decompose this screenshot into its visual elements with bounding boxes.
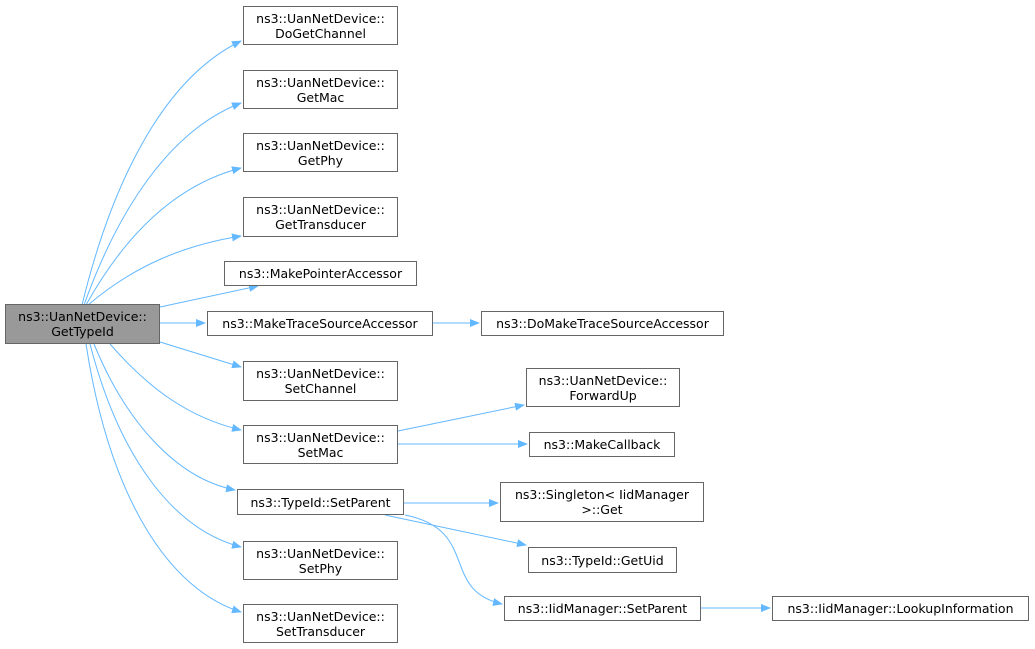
node-label-line1: ns3::Singleton< IidManager bbox=[514, 487, 690, 502]
node-iidmanager-setparent[interactable]: ns3::IidManager::SetParent bbox=[504, 596, 701, 621]
node-label: ns3::MakeTraceSourceAccessor bbox=[222, 316, 418, 331]
node-label-line2: GetTransducer bbox=[275, 217, 366, 232]
node-label-line2: >::Get bbox=[581, 502, 623, 517]
node-uannetdevice-settransducer[interactable]: ns3::UanNetDevice:: SetTransducer bbox=[243, 604, 398, 643]
node-singleton-iidmanager-get[interactable]: ns3::Singleton< IidManager >::Get bbox=[500, 482, 704, 522]
edge-typeIdSetParent-iidSetParent bbox=[404, 514, 503, 606]
node-label-line2: GetMac bbox=[296, 89, 345, 105]
node-domaketracesourceaccessor[interactable]: ns3::DoMakeTraceSourceAccessor bbox=[481, 311, 724, 336]
edge-root-setChannel bbox=[159, 341, 242, 369]
node-label-line1: ns3::UanNetDevice:: bbox=[18, 309, 147, 324]
node-makepointeraccessor[interactable]: ns3::MakePointerAccessor bbox=[224, 261, 417, 286]
node-uannetdevice-setchannel[interactable]: ns3::UanNetDevice:: SetChannel bbox=[243, 361, 398, 401]
edge-root-makePointerAccessor bbox=[159, 283, 259, 308]
node-label-line1: ns3::UanNetDevice:: bbox=[256, 202, 385, 217]
edge-typeIdSetParent-typeIdGetUid bbox=[384, 514, 527, 548]
node-uannetdevice-gettypeid: ns3::UanNetDevice:: GetTypeId bbox=[5, 304, 160, 344]
node-label-line2: SetChannel bbox=[284, 381, 357, 396]
node-uannetdevice-getphy[interactable]: ns3::UanNetDevice:: GetPhy bbox=[243, 133, 398, 172]
node-iidmanager-lookupinformation[interactable]: ns3::IidManager::LookupInformation bbox=[772, 596, 1029, 621]
node-label-line1: ns3::UanNetDevice:: bbox=[256, 366, 385, 381]
edge-root-getPhy bbox=[85, 166, 242, 306]
node-maketracesourceaccessor[interactable]: ns3::MakeTraceSourceAccessor bbox=[207, 311, 433, 336]
node-label: ns3::MakeCallback bbox=[543, 437, 661, 452]
node-label: ns3::TypeId::GetUid bbox=[541, 552, 664, 568]
node-label-line1: ns3::UanNetDevice:: bbox=[256, 137, 385, 153]
node-uannetdevice-forwardup[interactable]: ns3::UanNetDevice:: ForwardUp bbox=[526, 368, 680, 407]
edge-root-getTransducer bbox=[87, 233, 242, 306]
node-uannetdevice-setphy[interactable]: ns3::UanNetDevice:: SetPhy bbox=[243, 541, 398, 580]
node-typeid-setparent[interactable]: ns3::TypeId::SetParent bbox=[237, 489, 404, 515]
node-label-line2: SetMac bbox=[297, 444, 344, 460]
node-makecallback[interactable]: ns3::MakeCallback bbox=[529, 432, 675, 457]
edge-root-doGetChannel bbox=[81, 40, 242, 306]
node-label-line2: SetTransducer bbox=[275, 623, 366, 639]
edge-root-setPhy bbox=[89, 343, 242, 549]
edge-root-setTransducer bbox=[85, 343, 242, 614]
node-label-line1: ns3::UanNetDevice:: bbox=[256, 429, 385, 445]
node-label-line2: GetTypeId bbox=[51, 324, 114, 339]
node-uannetdevice-setmac[interactable]: ns3::UanNetDevice:: SetMac bbox=[243, 425, 398, 464]
node-uannetdevice-dogetchannel[interactable]: ns3::UanNetDevice:: DoGetChannel bbox=[243, 6, 398, 45]
edge-root-getMac bbox=[83, 102, 242, 306]
node-label: ns3::TypeId::SetParent bbox=[250, 494, 391, 510]
node-label-line2: DoGetChannel bbox=[275, 25, 366, 41]
node-label: ns3::IidManager::SetParent bbox=[517, 601, 688, 616]
edge-root-typeIdSetParent bbox=[93, 343, 236, 493]
node-label: ns3::DoMakeTraceSourceAccessor bbox=[496, 316, 709, 331]
node-label-line2: GetPhy bbox=[297, 152, 344, 168]
node-label: ns3::MakePointerAccessor bbox=[238, 266, 403, 281]
edge-setMac-forwardUp bbox=[397, 402, 525, 432]
node-label-line1: ns3::UanNetDevice:: bbox=[256, 545, 385, 561]
node-label-line1: ns3::UanNetDevice:: bbox=[256, 10, 385, 26]
node-label-line1: ns3::UanNetDevice:: bbox=[538, 372, 668, 388]
node-typeid-getuid[interactable]: ns3::TypeId::GetUid bbox=[528, 547, 677, 573]
node-label-line1: ns3::UanNetDevice:: bbox=[256, 74, 385, 90]
edge-root-setMac bbox=[109, 343, 242, 432]
node-uannetdevice-getmac[interactable]: ns3::UanNetDevice:: GetMac bbox=[243, 70, 398, 109]
node-label-line2: SetPhy bbox=[298, 560, 343, 576]
node-uannetdevice-gettransducer[interactable]: ns3::UanNetDevice:: GetTransducer bbox=[243, 197, 398, 237]
node-label-line1: ns3::UanNetDevice:: bbox=[256, 608, 385, 624]
node-label: ns3::IidManager::LookupInformation bbox=[787, 601, 1014, 616]
node-label-line2: ForwardUp bbox=[569, 387, 637, 403]
